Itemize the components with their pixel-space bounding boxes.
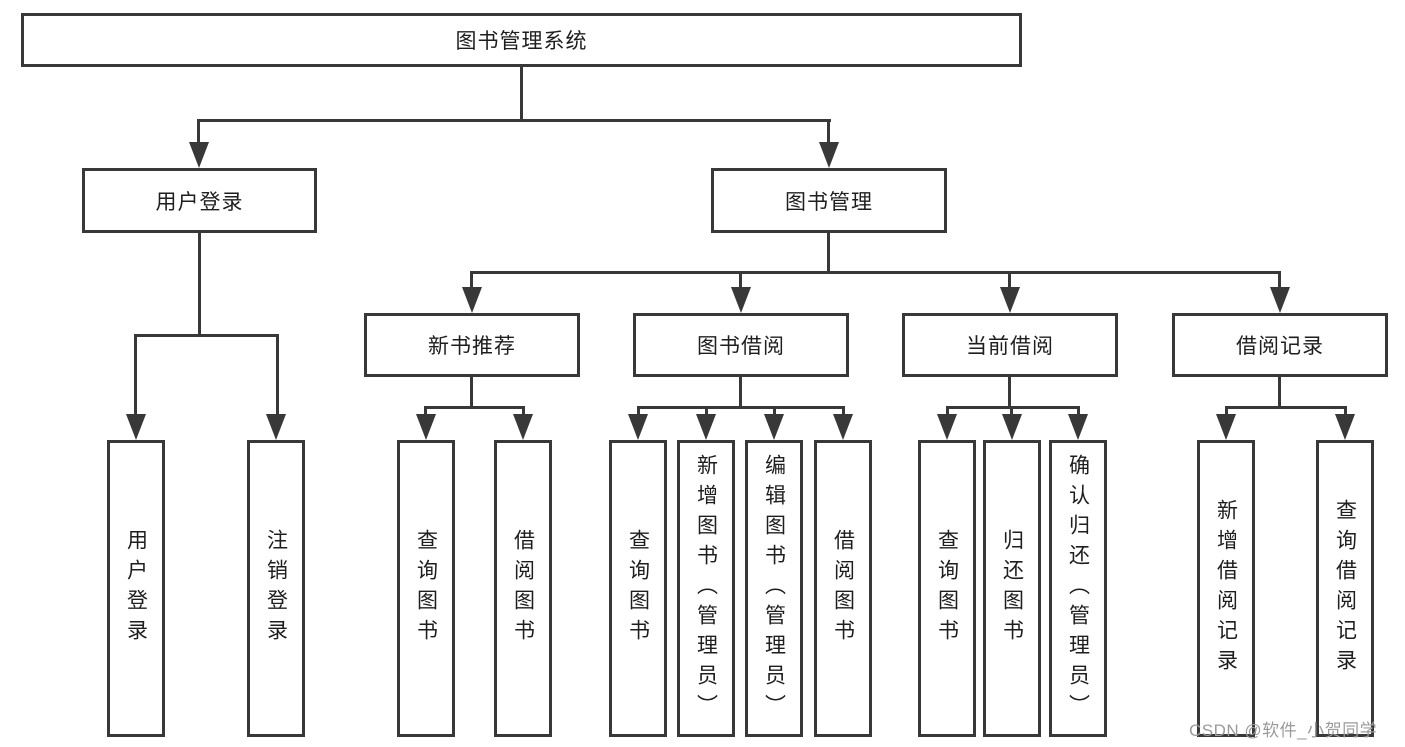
arrowhead-down-icon	[1335, 414, 1355, 440]
arrowhead-down-icon	[628, 414, 648, 440]
leaf-query-borrow-record: 查询借阅记录	[1316, 440, 1374, 737]
leaf-label: 查询图书	[935, 528, 959, 649]
connector-drop	[827, 119, 830, 146]
arrowhead-down-icon	[696, 414, 716, 440]
leaf-query-books-current: 查询图书	[918, 440, 976, 737]
node-borrowing-records: 借阅记录	[1172, 313, 1388, 377]
arrowhead-down-icon	[1270, 287, 1290, 313]
leaf-logout: 注销登录	[247, 440, 305, 737]
connector-drop	[1010, 406, 1013, 416]
connector-drop	[1344, 406, 1347, 416]
connector-drop	[637, 406, 640, 416]
connector-rail	[637, 406, 845, 409]
connector-stem	[470, 377, 473, 409]
connector-rail	[134, 334, 279, 337]
leaf-return-books: 归还图书	[983, 440, 1041, 737]
leaf-label: 查询图书	[626, 528, 650, 649]
leaf-label: 归还图书	[1000, 528, 1024, 649]
arrowhead-down-icon	[764, 414, 784, 440]
connector-drop	[773, 406, 776, 416]
leaf-label: 借阅图书	[511, 528, 535, 649]
connector-drop	[424, 406, 427, 416]
connector-rail	[470, 271, 1281, 274]
leaf-edit-books-admin: 编辑图书（管理员）	[745, 440, 803, 737]
node-label: 借阅记录	[1236, 335, 1324, 358]
node-book-management: 图书管理	[711, 168, 947, 233]
node-label: 当前借阅	[966, 335, 1054, 358]
node-label: 图书借阅	[697, 335, 785, 358]
arrowhead-down-icon	[416, 414, 436, 440]
connector-drop	[522, 406, 525, 416]
leaf-borrow-books-recommend: 借阅图书	[494, 440, 552, 737]
connector-rail	[946, 406, 1080, 409]
connector-drop	[1077, 406, 1080, 416]
leaf-label: 编辑图书（管理员）	[762, 453, 786, 724]
arrowhead-down-icon	[1216, 414, 1236, 440]
connector-drop	[1278, 271, 1281, 290]
connector-rail	[424, 406, 525, 409]
node-current-borrowing: 当前借阅	[902, 313, 1118, 377]
connector-drop	[470, 271, 473, 290]
leaf-label: 新增借阅记录	[1214, 498, 1238, 679]
connector-drop	[946, 406, 949, 416]
connector-stem	[198, 233, 201, 337]
csdn-watermark: CSDN @软件_小贺同学	[1189, 721, 1378, 740]
arrowhead-down-icon	[937, 414, 957, 440]
connector-drop	[276, 334, 279, 416]
leaf-query-books-borrow: 查询图书	[609, 440, 667, 737]
node-book-borrowing: 图书借阅	[633, 313, 849, 377]
connector-stem	[1008, 377, 1011, 409]
connector-root-rail	[198, 119, 831, 122]
connector-root-stem	[520, 67, 523, 122]
leaf-confirm-return-admin: 确认归还（管理员）	[1049, 440, 1107, 737]
node-new-book-recommend: 新书推荐	[364, 313, 580, 377]
arrowhead-down-icon	[462, 287, 482, 313]
node-label: 新书推荐	[428, 335, 516, 358]
leaf-query-books-recommend: 查询图书	[397, 440, 455, 737]
connector-drop	[739, 271, 742, 290]
connector-drop	[1008, 271, 1011, 290]
connector-rail	[1225, 406, 1347, 409]
connector-stem	[827, 233, 830, 274]
arrowhead-down-icon	[189, 142, 209, 168]
connector-drop	[197, 119, 200, 146]
arrowhead-down-icon	[266, 414, 286, 440]
leaf-label: 借阅图书	[831, 528, 855, 649]
arrowhead-down-icon	[1000, 287, 1020, 313]
connector-drop	[842, 406, 845, 416]
node-label: 图书管理系统	[455, 30, 588, 53]
node-label: 图书管理	[785, 190, 873, 214]
leaf-label: 注销登录	[264, 528, 288, 649]
leaf-label: 用户登录	[124, 528, 148, 649]
connector-stem	[1278, 377, 1281, 409]
leaf-label: 确认归还（管理员）	[1066, 453, 1090, 724]
arrowhead-down-icon	[731, 287, 751, 313]
node-label: 用户登录	[155, 190, 244, 214]
leaf-user-login: 用户登录	[107, 440, 165, 737]
arrowhead-down-icon	[833, 414, 853, 440]
leaf-label: 查询图书	[414, 528, 438, 649]
leaf-label: 查询借阅记录	[1333, 498, 1357, 679]
leaf-borrow-books: 借阅图书	[814, 440, 872, 737]
leaf-add-books-admin: 新增图书（管理员）	[677, 440, 735, 737]
arrowhead-down-icon	[1068, 414, 1088, 440]
arrowhead-down-icon	[126, 414, 146, 440]
leaf-add-borrow-record: 新增借阅记录	[1197, 440, 1255, 737]
connector-stem	[739, 377, 742, 409]
leaf-label: 新增图书（管理员）	[694, 453, 718, 724]
arrowhead-down-icon	[513, 414, 533, 440]
node-root-library-system: 图书管理系统	[21, 13, 1022, 67]
connector-drop	[1225, 406, 1228, 416]
node-user-login: 用户登录	[82, 168, 317, 233]
arrowhead-down-icon	[819, 142, 839, 168]
arrowhead-down-icon	[1002, 414, 1022, 440]
connector-drop	[134, 334, 137, 416]
connector-drop	[705, 406, 708, 416]
